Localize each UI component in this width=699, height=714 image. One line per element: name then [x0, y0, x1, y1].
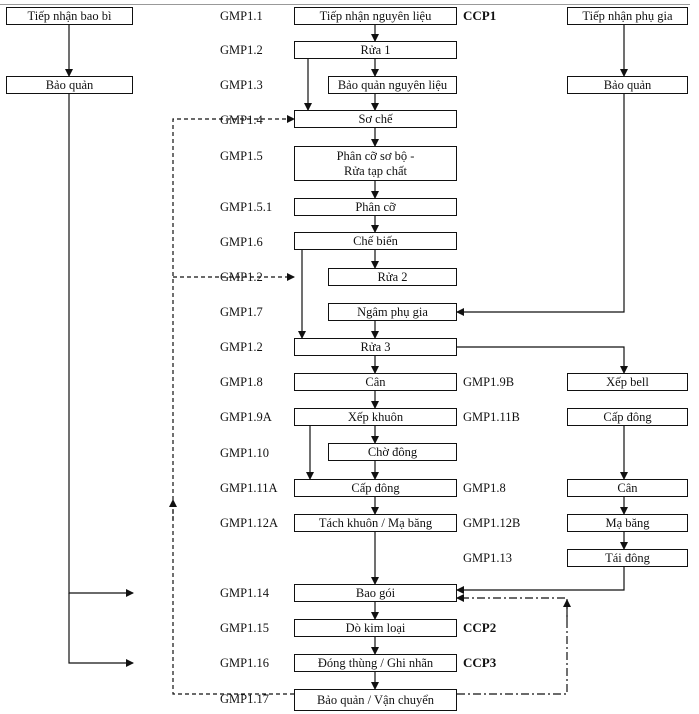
gmp-label-m16: GMP1.14	[220, 586, 269, 600]
box-r4: Cấp đông	[567, 408, 688, 426]
edge-m10-to-r3	[457, 346, 628, 374]
box-m14: Cấp đông	[294, 479, 457, 497]
edge-bl2-to-m16	[68, 94, 134, 597]
box-m3: Bảo quản nguyên liệu	[328, 76, 457, 94]
gmp-label-r7: GMP1.13	[463, 551, 512, 565]
box-r1: Tiếp nhận phụ gia	[567, 7, 688, 25]
edge-m19-to-m4	[172, 115, 295, 695]
edge-r2-to-m9	[456, 94, 625, 316]
box-m6: Phân cỡ	[294, 198, 457, 216]
gmp-label-m18: GMP1.16	[220, 656, 269, 670]
gmp-label-m4: GMP1.4	[220, 113, 263, 127]
edge-r7-to-m16	[456, 567, 625, 594]
box-m4: Sơ chế	[294, 110, 457, 128]
box-m18: Đóng thùng / Ghi nhãn	[294, 654, 457, 672]
box-m5: Phân cỡ sơ bộ - Rửa tạp chất	[294, 146, 457, 181]
gmp-label-m2: GMP1.2	[220, 43, 263, 57]
gmp-label-m11: GMP1.8	[220, 375, 263, 389]
gmp-label-m19: GMP1.17	[220, 692, 269, 706]
box-bl1: Tiếp nhận bao bì	[6, 7, 133, 25]
gmp-label-m14: GMP1.11A	[220, 481, 278, 495]
box-m16: Bao gói	[294, 584, 457, 602]
box-m1: Tiếp nhận nguyên liệu	[294, 7, 457, 25]
gmp-label-m9: GMP1.7	[220, 305, 263, 319]
box-m19: Bảo quản / Vận chuyển	[294, 689, 457, 711]
box-r7: Tái đông	[567, 549, 688, 567]
ccp-label-2: CCP2	[463, 620, 497, 635]
box-r6: Mạ băng	[567, 514, 688, 532]
box-m17: Dò kim loại	[294, 619, 457, 637]
box-m9: Ngâm phụ gia	[328, 303, 457, 321]
box-m11: Cân	[294, 373, 457, 391]
gmp-label-r4: GMP1.11B	[463, 410, 520, 424]
box-m15: Tách khuôn / Mạ băng	[294, 514, 457, 532]
gmp-label-m6: GMP1.5.1	[220, 200, 273, 214]
box-r3: Xếp bell	[567, 373, 688, 391]
box-m10: Rửa 3	[294, 338, 457, 356]
box-r5: Cân	[567, 479, 688, 497]
ccp-label-1: CCP1	[463, 8, 497, 23]
edge-bl2-to-m18	[68, 593, 134, 667]
gmp-label-r6: GMP1.12B	[463, 516, 521, 530]
gmp-label-m13: GMP1.10	[220, 446, 269, 460]
box-bl2: Bảo quản	[6, 76, 133, 94]
box-m12: Xếp khuôn	[294, 408, 457, 426]
gmp-label-m7: GMP1.6	[220, 235, 263, 249]
gmp-label-r5: GMP1.8	[463, 481, 506, 495]
gmp-label-m3: GMP1.3	[220, 78, 263, 92]
gmp-label-m15: GMP1.12A	[220, 516, 278, 530]
edge-m19-to-m16	[456, 594, 568, 695]
box-m7: Chế biến	[294, 232, 457, 250]
gmp-label-m17: GMP1.15	[220, 621, 269, 635]
gmp-label-m8: GMP1.2	[220, 270, 263, 284]
ccp-label-3: CCP3	[463, 655, 497, 670]
gmp-label-r3: GMP1.9B	[463, 375, 515, 389]
box-r2: Bảo quản	[567, 76, 688, 94]
gmp-label-m10: GMP1.2	[220, 340, 263, 354]
top-border-line	[0, 4, 690, 5]
gmp-label-m12: GMP1.9A	[220, 410, 272, 424]
gmp-label-m1: GMP1.1	[220, 9, 263, 23]
box-m2: Rửa 1	[294, 41, 457, 59]
box-m8: Rửa 2	[328, 268, 457, 286]
gmp-label-m5: GMP1.5	[220, 149, 263, 163]
box-m13: Chờ đông	[328, 443, 457, 461]
